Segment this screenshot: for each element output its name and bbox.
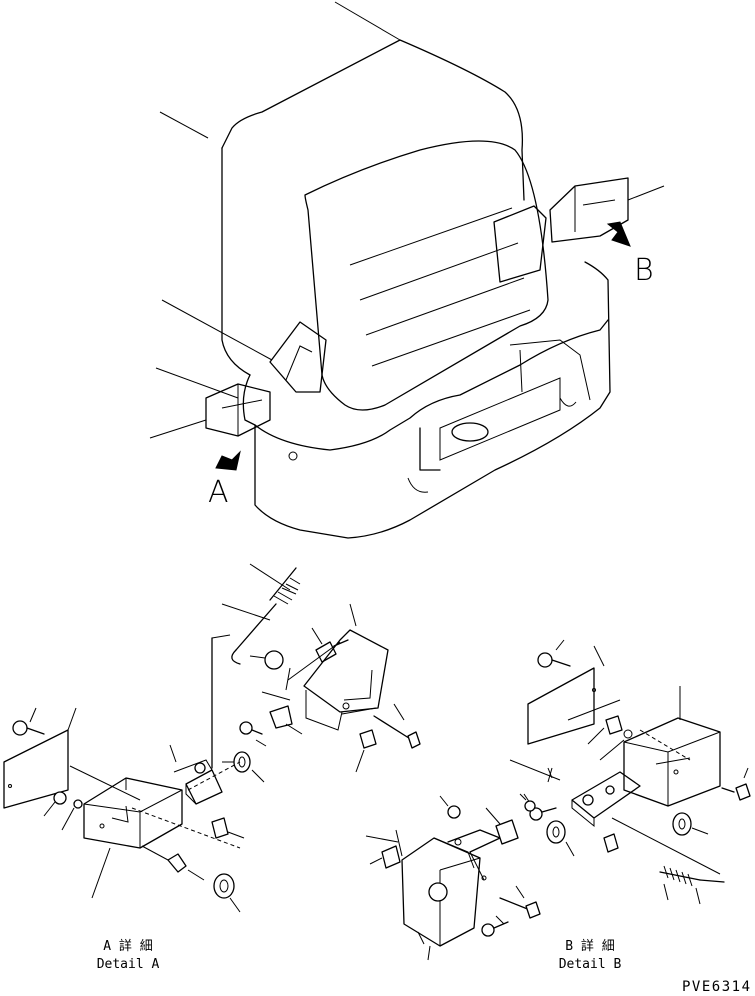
detail-b-caption-en: Detail B	[558, 957, 622, 972]
detail-b-caption-jp: B 詳 細	[565, 939, 615, 954]
drawing-code: PVE6314	[682, 979, 752, 995]
view-b-label: B	[634, 253, 654, 288]
detail-a-caption-jp: A 詳 細	[103, 939, 153, 954]
detail-b-exploded	[365, 639, 751, 961]
detail-a-exploded	[3, 563, 421, 913]
machine-rear-view	[149, 1, 665, 539]
detail-a-caption-en: Detail A	[96, 957, 160, 972]
view-a-label: A	[208, 475, 229, 510]
